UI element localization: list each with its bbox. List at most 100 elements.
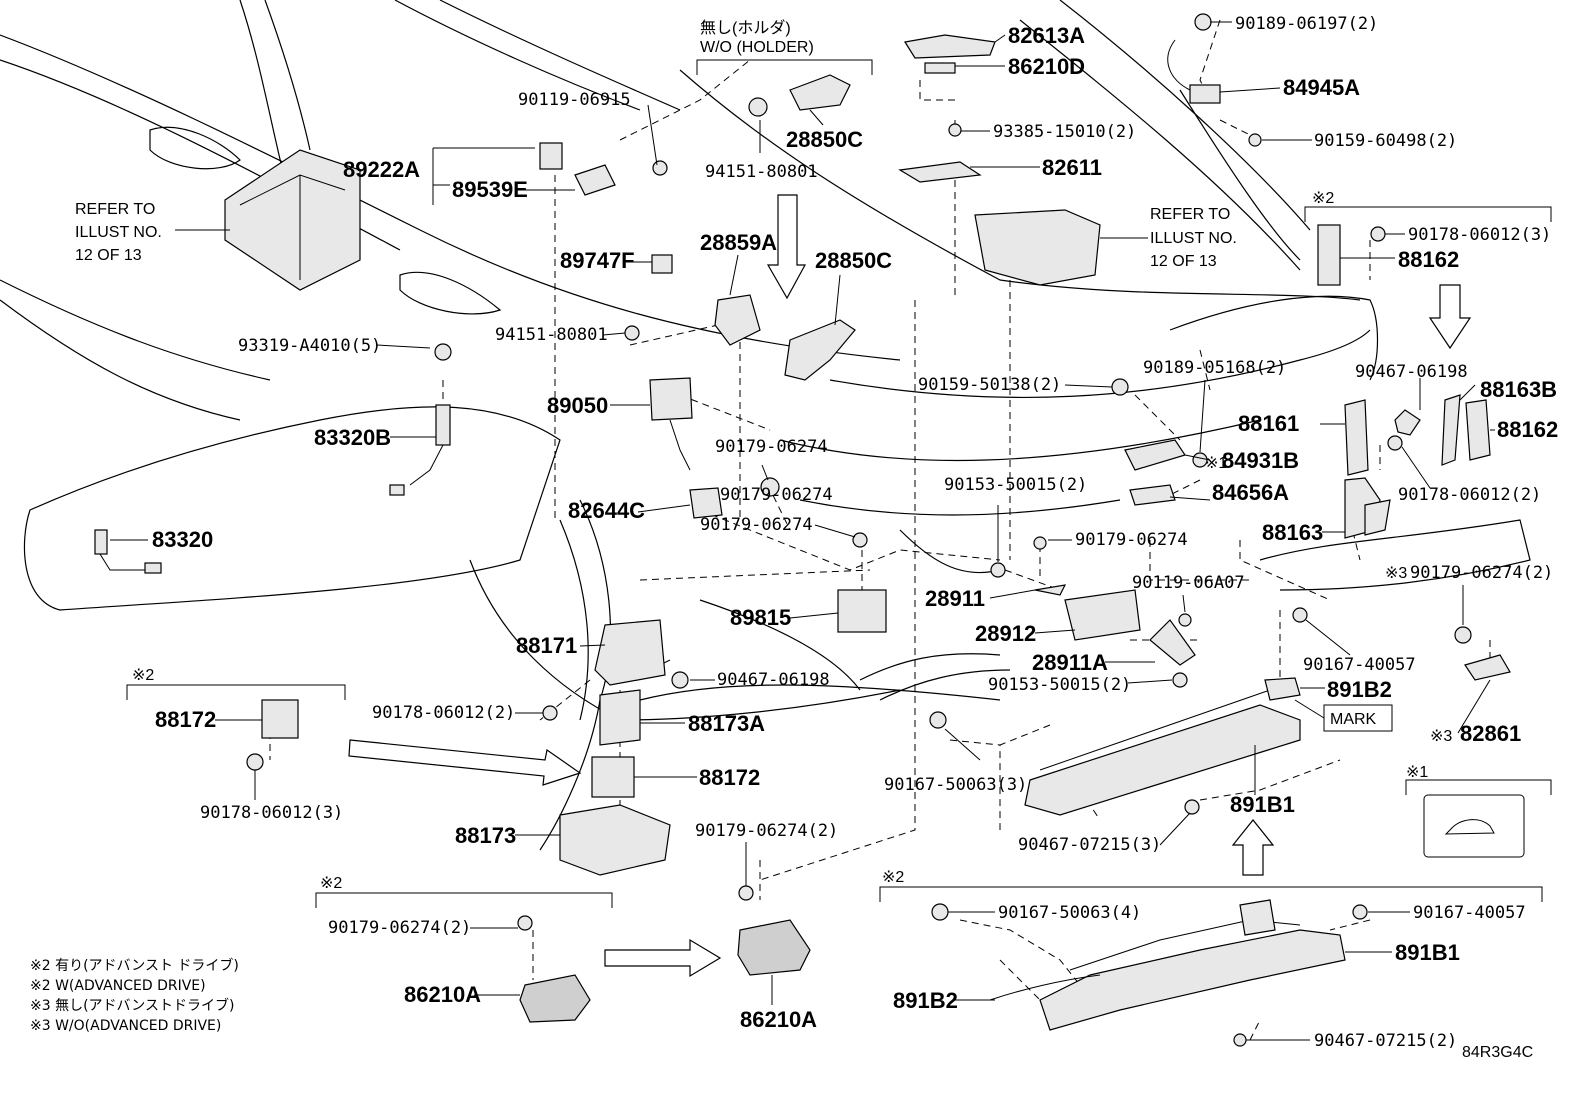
mark-2-left: ※2 (132, 667, 154, 684)
label-88172-a: 88172 (155, 707, 216, 732)
label-90189-05168: 90189-05168(2) (1143, 358, 1286, 378)
label-90178-06012-3-b: 90178-06012(3) (1408, 225, 1551, 245)
label-28850C-a: 28850C (786, 127, 863, 152)
bracket-88162-part (1317, 224, 1341, 286)
label-86210A-b: 86210A (740, 1007, 817, 1032)
diagram-code: 84R3G4C (1462, 1044, 1533, 1061)
label-94151-80801-a: 94151-80801 (705, 162, 818, 182)
label-90167-50063-3: 90167-50063(3) (884, 775, 1027, 795)
label-90153-50015-a: 90153-50015(2) (944, 475, 1087, 495)
label-88162-a: 88162 (1398, 247, 1459, 272)
label-90178-06012-2-a: 90178-06012(2) (372, 703, 515, 723)
label-89050: 89050 (547, 393, 608, 418)
refer-right-line3: 12 OF 13 (1150, 253, 1217, 270)
bracket-891B1-lower-part (1039, 929, 1346, 1031)
bracket-88171-part (594, 619, 666, 686)
horn-86210A-left-part (519, 974, 591, 1023)
mark-2-bottom-right: ※2 (882, 869, 904, 886)
label-90167-40057-b: 90167-40057 (1413, 903, 1526, 923)
label-90189-06197: 90189-06197(2) (1235, 14, 1378, 34)
label-84931B: 84931B (1222, 448, 1299, 473)
label-891B1-a: 891B1 (1230, 792, 1295, 817)
label-90159-60498: 90159-60498(2) (1314, 131, 1457, 151)
switch-84656A-part (1129, 484, 1176, 506)
label-90179-06274-d: 90179-06274 (1075, 530, 1188, 550)
sensor-83320B-part (435, 404, 451, 446)
legend-line-2: ※2 W(ADVANCED DRIVE) (30, 978, 206, 994)
relay-89539E-part (539, 142, 563, 170)
right-arrow-left (348, 739, 582, 786)
mark-3-upper: ※3 (1385, 565, 1407, 582)
direction-arrows (348, 194, 1472, 978)
bracket-28850C-part (784, 319, 856, 381)
mark-3-lower: ※3 (1430, 728, 1452, 745)
mark-1-84931B: ※1 (1205, 455, 1227, 472)
label-90159-50138: 90159-50138(2) (918, 375, 1061, 395)
sensor-89050-part (649, 377, 693, 421)
label-90179-06274-c: 90179-06274 (700, 515, 813, 535)
label-90179-06274-2-b: 90179-06274(2) (328, 918, 471, 938)
label-28859A: 28859A (700, 230, 777, 255)
label-891B1-b: 891B1 (1395, 940, 1460, 965)
vehicle-body-outline (0, 0, 1531, 851)
cover-88173A-part (599, 689, 641, 746)
bracket-88161-part (1344, 399, 1369, 476)
refer-left-line1: REFER TO (75, 201, 155, 218)
cover-82613A-part (904, 34, 996, 59)
right-arrow-bottom (604, 938, 722, 978)
label-90467-06198-a: 90467-06198 (717, 670, 830, 690)
part-labels: 89222A 89539E 90119-06915 89747F 93319-A… (75, 14, 1558, 1061)
sensor-88162-part (1465, 399, 1491, 461)
label-88163: 88163 (1262, 520, 1323, 545)
label-93319: 93319-A4010(5) (238, 336, 381, 356)
label-90167-40057-a: 90167-40057 (1303, 655, 1416, 675)
refer-right-line2: ILLUST NO. (1150, 230, 1237, 247)
legend-line-1: ※2 有り(アドバンスト ドライブ) (30, 957, 239, 974)
fuse-block-part (974, 209, 1101, 286)
label-89539E: 89539E (452, 177, 528, 202)
label-89222A: 89222A (343, 157, 420, 182)
label-28911: 28911 (925, 586, 985, 611)
radar-88172-part (591, 756, 635, 798)
label-90178-06012-3-a: 90178-06012(3) (200, 803, 343, 823)
label-90179-06274-2-a: 90179-06274(2) (695, 821, 838, 841)
label-90167-50063-4: 90167-50063(4) (998, 903, 1141, 923)
label-90119-06A07: 90119-06A07 (1132, 573, 1245, 593)
mark-label: MARK (1330, 711, 1377, 728)
mark-2-top-right: ※2 (1312, 190, 1334, 207)
label-90179-06274-a: 90179-06274 (715, 437, 828, 457)
module-89815-part (837, 589, 887, 633)
down-arrow-right (1428, 284, 1472, 350)
sensor-84945A-part (1189, 84, 1221, 104)
module-28912-part (1064, 589, 1141, 641)
cover-88163B-part (1441, 394, 1461, 466)
holder-note-en: W/O (HOLDER) (700, 39, 814, 56)
label-94151-80801-b: 94151-80801 (495, 325, 608, 345)
label-86210A-a: 86210A (404, 982, 481, 1007)
holder-note-jp: 無し(ホルダ) (700, 19, 791, 37)
radar-88172-left-part (261, 699, 299, 739)
label-90467-07215-2: 90467-07215(2) (1314, 1031, 1457, 1051)
label-90153-50015-b: 90153-50015(2) (988, 675, 1131, 695)
label-82861: 82861 (1460, 721, 1521, 746)
label-88162-b: 88162 (1497, 417, 1558, 442)
label-83320B: 83320B (314, 425, 391, 450)
mark-1-box: ※1 (1406, 764, 1428, 781)
label-88173A: 88173A (688, 711, 765, 736)
label-89747F: 89747F (560, 248, 635, 273)
down-arrow-center (766, 194, 807, 300)
label-88171: 88171 (516, 633, 577, 658)
label-28911A: 28911A (1032, 650, 1108, 675)
label-891B2-b: 891B2 (893, 988, 958, 1013)
bracket-82861-part (1464, 654, 1511, 681)
control-box-89222A-part (224, 149, 361, 291)
grouping-brackets (126, 59, 1552, 908)
legend: ※2 有り(アドバンスト ドライブ) ※2 W(ADVANCED DRIVE) … (30, 957, 239, 1034)
up-arrow (1231, 819, 1275, 876)
label-90178-06012-2-b: 90178-06012(2) (1398, 485, 1541, 505)
label-82611: 82611 (1042, 155, 1102, 180)
legend-line-4: ※3 W/O(ADVANCED DRIVE) (30, 1018, 221, 1034)
label-88172-b: 88172 (699, 765, 760, 790)
indicator-icon-box (1423, 794, 1525, 858)
